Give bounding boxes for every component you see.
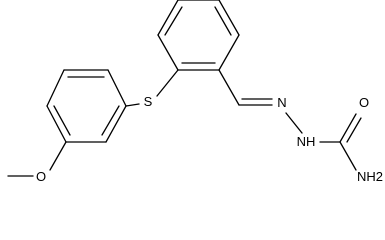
bond [157, 0, 179, 36]
bond [339, 141, 357, 171]
amide-nitrogen-label: NH [297, 134, 316, 149]
bond [53, 105, 71, 136]
methoxyphenyl-ring [46, 69, 127, 143]
molecule-structure: O S N NH O NH2 [7, 0, 383, 184]
bond [214, 6, 232, 36]
hydrazone-nitrogen-label: N [277, 95, 286, 110]
bond [346, 117, 362, 143]
bond [46, 105, 67, 143]
bond [101, 105, 120, 136]
bond [157, 34, 179, 71]
bond [218, 0, 240, 36]
bond [107, 69, 127, 107]
bond [285, 112, 303, 134]
bond [125, 103, 140, 107]
sulfur-label: S [144, 94, 153, 109]
benzene-ring [157, 0, 240, 71]
bond [218, 69, 240, 106]
methoxy-oxygen-label: O [36, 169, 46, 184]
amine-label: NH2 [357, 169, 383, 184]
bond [218, 34, 240, 71]
bond [46, 69, 65, 107]
carbonyl-oxygen-label: O [359, 95, 369, 110]
bond [105, 105, 127, 143]
bond [164, 6, 183, 36]
bond [339, 113, 357, 143]
bond [49, 141, 67, 171]
bond [156, 69, 179, 97]
